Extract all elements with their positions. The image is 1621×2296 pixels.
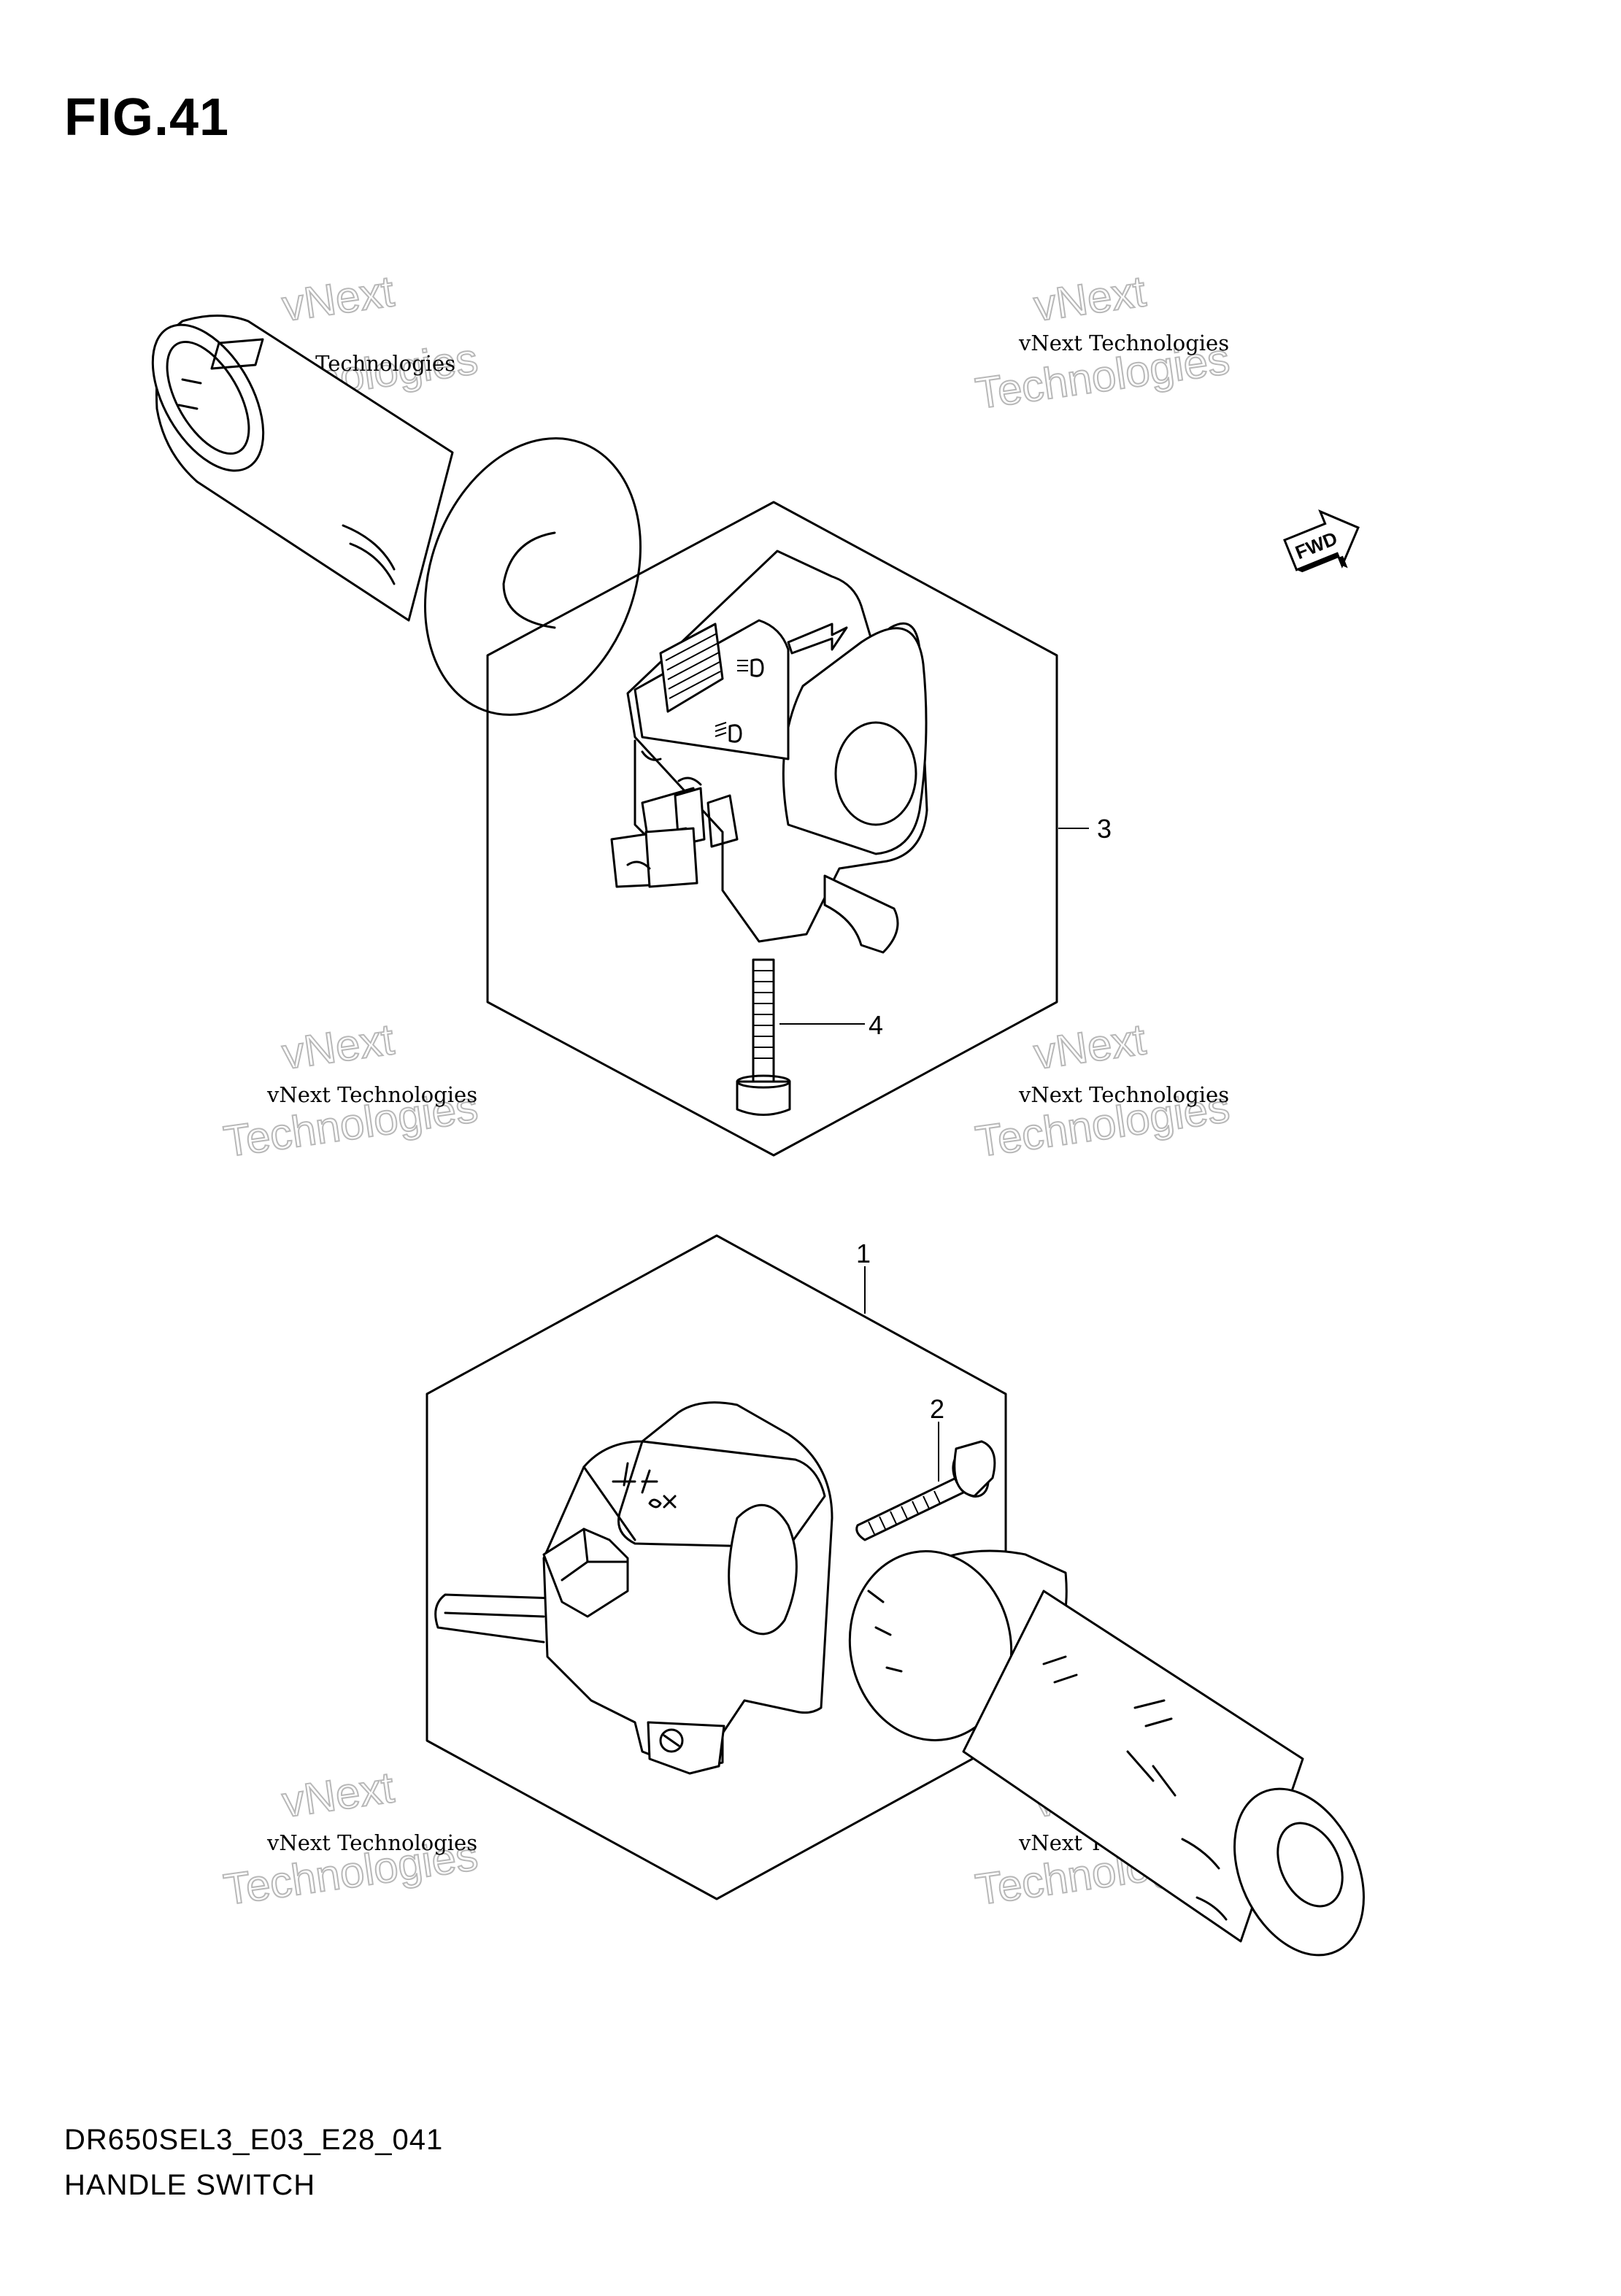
watermark-large-1: vNext bbox=[1031, 266, 1149, 331]
watermark-small: vNext Technologies bbox=[1018, 1082, 1229, 1107]
figure-title: FIG.41 bbox=[64, 88, 230, 147]
screw-2 bbox=[855, 1440, 996, 1541]
watermark: vNext Technologies vNext Technologies bbox=[971, 1014, 1233, 1167]
callout-3: 3 bbox=[1058, 814, 1112, 844]
callout-label-3: 3 bbox=[1097, 814, 1112, 844]
watermark-large-1: vNext bbox=[279, 1014, 397, 1079]
watermark-large-1: vNext bbox=[279, 1763, 397, 1827]
left-handle-switch bbox=[610, 550, 928, 954]
right-handlebar-grip bbox=[848, 1549, 1365, 1957]
callout-label-4: 4 bbox=[869, 1010, 883, 1040]
screw-4 bbox=[736, 958, 791, 1116]
turn-signal-icon bbox=[787, 623, 848, 655]
kit-boundary-3 bbox=[486, 501, 1058, 1157]
watermark: vNext Technologies vNext Technologies bbox=[220, 1014, 481, 1167]
headlight-icon bbox=[715, 722, 742, 743]
callout-1: 1 bbox=[856, 1238, 871, 1314]
left-handlebar-grip bbox=[151, 315, 642, 716]
headlight-icon bbox=[737, 658, 764, 677]
kit-boundary-1 bbox=[426, 1234, 1007, 1900]
fwd-arrow-icon: FWD bbox=[1283, 509, 1360, 573]
watermark-small: vNext Technologies bbox=[266, 1830, 477, 1855]
diagram-description: HANDLE SWITCH bbox=[64, 2169, 316, 2201]
callout-label-2: 2 bbox=[930, 1394, 944, 1424]
watermark: vNext Technologies vNext Technologies bbox=[220, 1762, 481, 1915]
watermark-small: vNext Technologies bbox=[1018, 331, 1229, 355]
watermark-small: vNext Technologies bbox=[266, 1082, 477, 1107]
watermark-large-1: vNext bbox=[279, 266, 397, 331]
horn-icon bbox=[626, 860, 651, 870]
watermark: vNext Technologies vNext Technologies bbox=[971, 266, 1233, 419]
dimmer-switch bbox=[659, 623, 724, 713]
callout-label-1: 1 bbox=[856, 1238, 871, 1268]
watermark-large-1: vNext bbox=[1031, 1014, 1149, 1079]
callout-2: 2 bbox=[930, 1394, 944, 1482]
right-handle-switch bbox=[434, 1401, 833, 1775]
diagram-code: DR650SEL3_E03_E28_041 bbox=[64, 2124, 444, 2156]
callout-4: 4 bbox=[779, 1010, 883, 1040]
